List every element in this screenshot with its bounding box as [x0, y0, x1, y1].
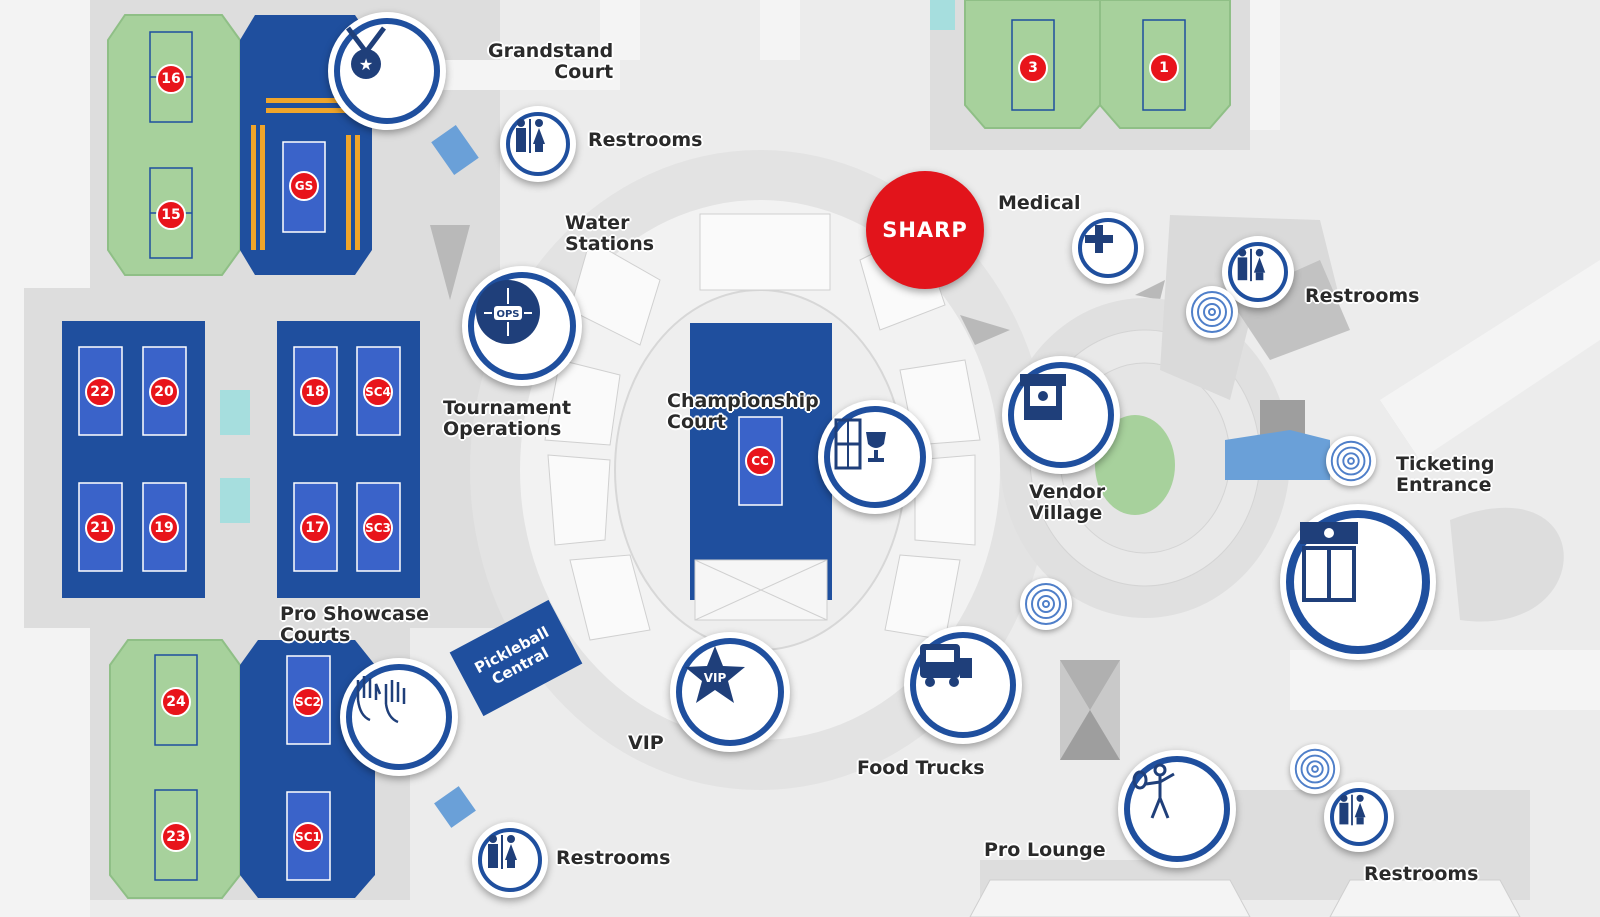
court-sc2-marker[interactable]: SC2	[293, 687, 323, 717]
label-pro-lounge: Pro Lounge	[984, 839, 1106, 861]
restroom-bottom-pin[interactable]	[472, 822, 548, 898]
medical-pin[interactable]	[1072, 212, 1144, 284]
wifi-target-icon	[1294, 748, 1336, 790]
label-food-trucks: Food Trucks	[857, 757, 985, 779]
food-truck-icon	[920, 644, 972, 687]
pro-lounge-pin[interactable]	[1118, 750, 1236, 868]
pro-showcase-pin[interactable]	[340, 658, 458, 776]
label-restrooms-top: Restrooms	[588, 129, 703, 151]
medal-icon: ★	[346, 26, 386, 79]
court-21-marker[interactable]: 21	[85, 513, 115, 543]
label-vip: VIP	[628, 732, 664, 754]
vip-pin[interactable]: VIP	[670, 632, 790, 752]
restroom-icon	[516, 119, 545, 153]
water-station-target-4[interactable]	[1290, 744, 1340, 794]
ticket-door-icon	[1300, 522, 1358, 602]
sharp-sponsor-logo[interactable]: SHARP	[866, 171, 984, 289]
court-15-marker[interactable]: 15	[156, 200, 186, 230]
ops-pin[interactable]: OPS	[462, 266, 582, 386]
restroom-icon	[1339, 794, 1366, 826]
food-trucks-pin[interactable]	[904, 626, 1022, 744]
restroom-icon	[488, 835, 517, 869]
plus-icon	[1085, 225, 1113, 253]
court-22-marker[interactable]: 22	[85, 377, 115, 407]
svg-text:★: ★	[359, 55, 373, 74]
court-sc4-marker[interactable]: SC4	[363, 377, 393, 407]
ops-icon: OPS	[476, 280, 540, 344]
restroom-bottom-right-pin[interactable]	[1324, 782, 1394, 852]
water-station-target-1[interactable]	[1186, 286, 1238, 338]
label-restrooms-bottom: Restrooms	[556, 847, 671, 869]
svg-text:OPS: OPS	[496, 309, 519, 320]
label-restrooms-bottom-right: Restrooms	[1364, 863, 1479, 885]
court-16-marker[interactable]: 16	[156, 64, 186, 94]
court-3-marker[interactable]: 3	[1018, 53, 1048, 83]
label-restrooms-right: Restrooms	[1305, 285, 1420, 307]
raised-hands-icon	[356, 676, 406, 724]
water-station-target-2[interactable]	[1326, 436, 1376, 486]
grandstand-pin[interactable]: ★	[328, 12, 446, 130]
wifi-target-icon	[1330, 440, 1372, 482]
court-1-marker[interactable]: 1	[1149, 53, 1179, 83]
court-sc1-marker[interactable]: SC1	[293, 822, 323, 852]
vendor-village-pin[interactable]	[1002, 356, 1120, 474]
ticketing-pin[interactable]	[1280, 504, 1436, 660]
court-sc3-marker[interactable]: SC3	[363, 513, 393, 543]
championship-pin[interactable]	[818, 400, 932, 514]
restroom-right-pin[interactable]	[1222, 236, 1294, 308]
wifi-target-icon	[1025, 583, 1067, 625]
label-medical: Medical	[998, 192, 1081, 214]
court-23-marker[interactable]: 23	[161, 822, 191, 852]
svg-text:VIP: VIP	[704, 671, 727, 685]
court-17-marker[interactable]: 17	[300, 513, 330, 543]
restroom-top-pin[interactable]	[500, 106, 576, 182]
court-20-marker[interactable]: 20	[149, 377, 179, 407]
trophy-icon	[834, 418, 886, 470]
court-19-marker[interactable]: 19	[149, 513, 179, 543]
water-station-target-3[interactable]	[1020, 578, 1072, 630]
court-cc-marker[interactable]: CC	[745, 446, 775, 476]
court-18-marker[interactable]: 18	[300, 377, 330, 407]
court-gs-marker[interactable]: GS	[289, 171, 319, 201]
wifi-target-icon	[1191, 291, 1233, 333]
store-icon	[1020, 374, 1066, 420]
restroom-icon	[1237, 248, 1266, 282]
player-icon	[1132, 763, 1175, 819]
court-24-marker[interactable]: 24	[161, 687, 191, 717]
star-icon: VIP	[685, 646, 745, 703]
